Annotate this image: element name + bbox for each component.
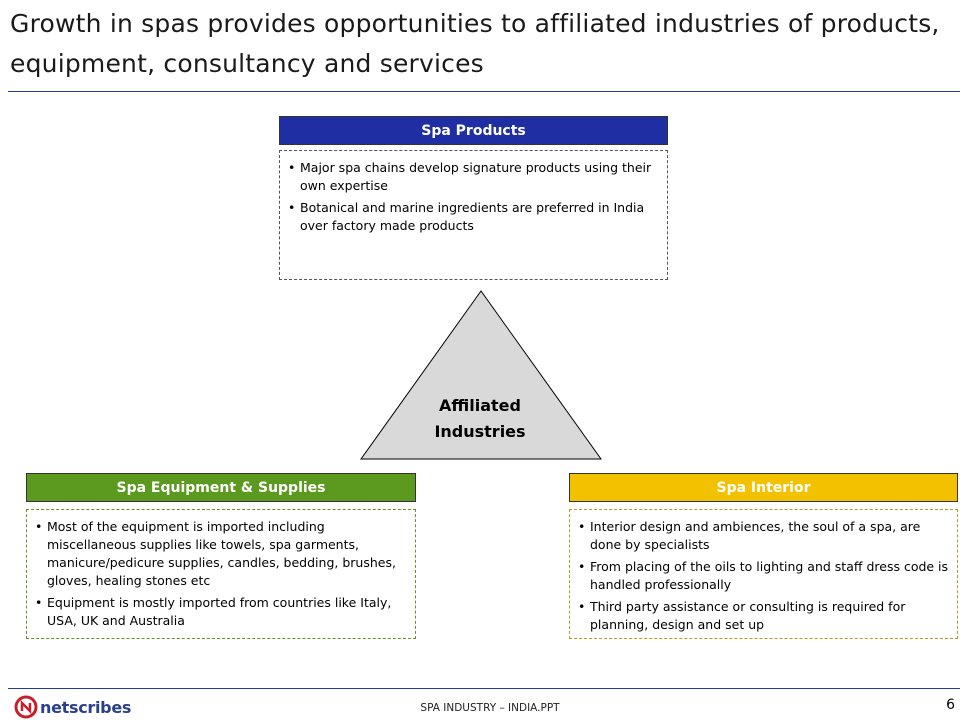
bullet-text: From placing of the oils to lighting and… <box>590 559 949 592</box>
page-title: Growth in spas provides opportunities to… <box>10 9 940 78</box>
bullet-text: Interior design and ambiences, the soul … <box>590 519 921 552</box>
netscribes-logo: netscribes <box>14 694 131 720</box>
bullet-text: Botanical and marine ingredients are pre… <box>300 200 645 233</box>
spa-equipment-header: Spa Equipment & Supplies <box>26 473 416 502</box>
spa-interior-header-label: Spa Interior <box>716 479 811 496</box>
spa-interior-box: •Interior design and ambiences, the soul… <box>569 509 958 639</box>
spa-equipment-box: •Most of the equipment is imported inclu… <box>26 509 416 639</box>
spa-products-header-label: Spa Products <box>421 122 526 139</box>
list-item: •Interior design and ambiences, the soul… <box>578 518 949 554</box>
bullet-text: Major spa chains develop signature produ… <box>300 160 652 193</box>
netscribes-logo-icon <box>14 695 38 719</box>
footer-document-title: SPA INDUSTRY – INDIA.PPT <box>420 702 560 714</box>
footer-divider <box>8 688 960 689</box>
bullet-text: Equipment is mostly imported from countr… <box>47 595 392 628</box>
bullet-text: Most of the equipment is imported includ… <box>47 519 396 588</box>
logo-text: netscribes <box>40 697 132 717</box>
list-item: •Equipment is mostly imported from count… <box>35 594 407 630</box>
list-item: •Third party assistance or consulting is… <box>578 598 949 634</box>
affiliated-industries-label: Affiliated Industries <box>434 396 526 441</box>
list-item: •Botanical and marine ingredients are pr… <box>288 199 659 235</box>
spa-equipment-header-label: Spa Equipment & Supplies <box>116 479 326 496</box>
title-divider <box>8 91 960 92</box>
list-item: •Major spa chains develop signature prod… <box>288 159 659 195</box>
spa-products-box: •Major spa chains develop signature prod… <box>279 150 668 280</box>
spa-products-header: Spa Products <box>279 116 668 145</box>
page-number: 6 <box>946 697 955 713</box>
list-item: •From placing of the oils to lighting an… <box>578 559 949 592</box>
spa-interior-header: Spa Interior <box>569 473 958 502</box>
list-item: •Most of the equipment is imported inclu… <box>35 518 407 590</box>
bullet-text: Third party assistance or consulting is … <box>590 599 906 632</box>
